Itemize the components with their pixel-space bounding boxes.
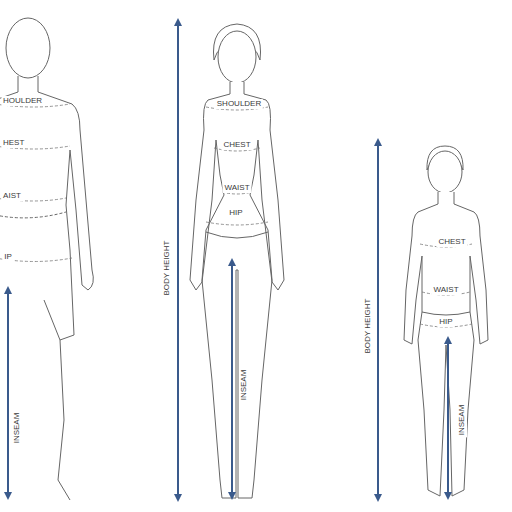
- measure-label: HEST: [1, 138, 26, 148]
- measure-label: INSEAM: [12, 411, 22, 446]
- measure-label: INSEAM: [457, 403, 467, 438]
- man-figure: [0, 18, 93, 500]
- measure-label: HOULDER: [1, 96, 44, 106]
- woman-height-arrow: [177, 22, 179, 498]
- man-measure-lines: [0, 104, 72, 262]
- measure-label: BODY HEIGHT: [363, 297, 373, 356]
- measure-label: IP: [2, 252, 14, 262]
- measure-arrows: [8, 22, 448, 498]
- measure-label: AIST: [1, 191, 23, 201]
- child-inseam-arrow: [447, 340, 449, 496]
- woman-measure-lines: [206, 107, 268, 225]
- measure-label: WAIST: [222, 183, 251, 193]
- measure-label: CHEST: [221, 140, 252, 150]
- child-height-arrow: [377, 142, 379, 498]
- measure-label: HIP: [227, 208, 244, 218]
- woman-inseam-arrow: [231, 262, 233, 496]
- measure-label: HIP: [437, 317, 454, 327]
- measure-label: BODY HEIGHT: [162, 239, 172, 298]
- measure-label: WAIST: [431, 285, 460, 295]
- man-inseam-arrow: [7, 290, 9, 496]
- woman-figure: [190, 24, 284, 498]
- child-figure: [404, 146, 488, 496]
- child-measure-lines: [420, 244, 472, 327]
- measure-label: SHOULDER: [215, 99, 263, 109]
- measure-label: INSEAM: [239, 368, 249, 403]
- measure-label: CHEST: [436, 237, 467, 247]
